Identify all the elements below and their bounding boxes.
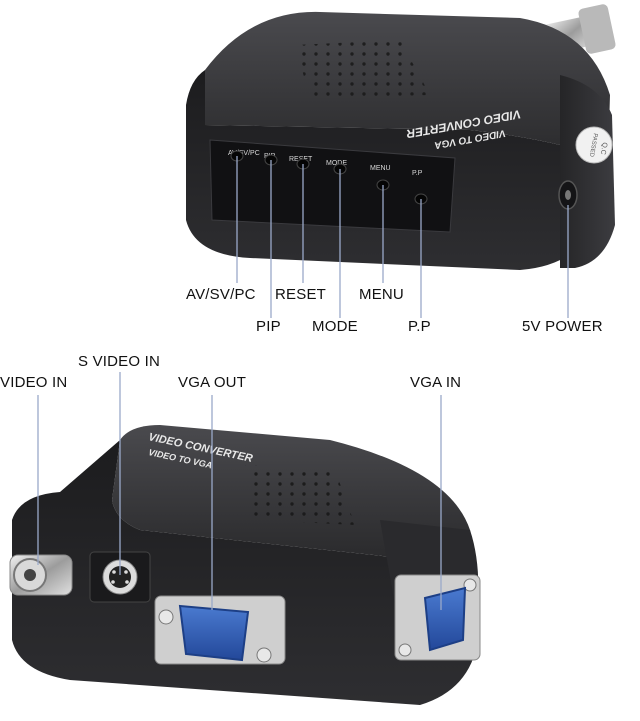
callout-vga-out: VGA OUT (178, 374, 247, 391)
panel-label-mode: MODE (326, 160, 347, 167)
callout-reset: RESET (275, 286, 327, 303)
panel-label-menu: MENU (370, 165, 391, 172)
qc-text-1: Q.C (599, 142, 608, 155)
callout-pip: PIP (256, 318, 281, 335)
panel-label-pp: P.P (412, 170, 423, 177)
callout-pp: P.P (408, 318, 431, 335)
vga-out-port (154, 595, 286, 665)
callout-av-sv-pc: AV/SV/PC (186, 286, 256, 303)
s-video-port (89, 551, 151, 603)
video-in-bnc (9, 554, 73, 596)
callout-mode: MODE (312, 318, 358, 335)
callout-menu: MENU (359, 286, 404, 303)
callout-vga-in: VGA IN (410, 374, 462, 391)
callout-5v-power: 5V POWER (522, 318, 603, 335)
callout-s-video-in: S VIDEO IN (78, 353, 161, 370)
callout-video-in: VIDEO IN (0, 374, 68, 391)
vga-in-port (394, 574, 481, 661)
qc-text-2: PASSED (588, 133, 598, 158)
top-device-body (186, 11, 615, 270)
panel-label-av: AV/SV/PC (228, 150, 260, 157)
